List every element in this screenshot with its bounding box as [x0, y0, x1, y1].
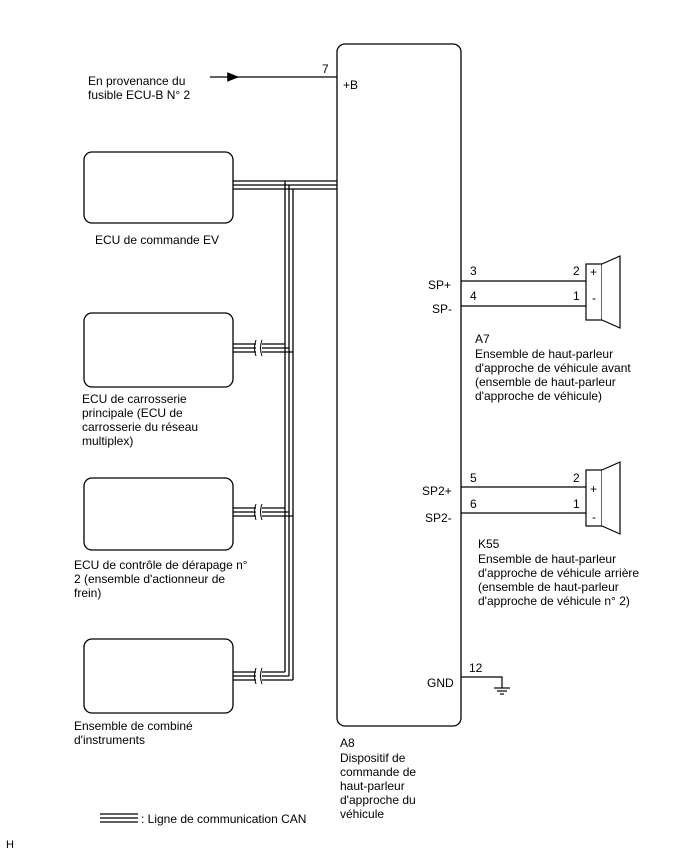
svg-text:d'approche de véhicule n° 2): d'approche de véhicule n° 2) [478, 594, 630, 608]
gnd-terminal: GND [427, 676, 454, 690]
svg-text:ECU de contrôle de dérapage n°: ECU de contrôle de dérapage n° [74, 558, 248, 572]
svg-text:multiplex): multiplex) [82, 434, 133, 448]
rear-speaker-icon [585, 461, 621, 535]
source-label-line1: En provenance du [88, 74, 185, 88]
front-speaker-label: A7 Ensemble de haut-parleur d'approche d… [475, 332, 631, 403]
legend-label: : Ligne de communication CAN [141, 812, 306, 826]
rear-speaker-minus: - [592, 510, 596, 524]
ecu-box-ev-control [83, 151, 234, 224]
rear-speaker-plus: + [590, 482, 597, 496]
svg-text:d'approche de véhicule arrière: d'approche de véhicule arrière [478, 566, 639, 580]
svg-text:d'instruments: d'instruments [74, 733, 145, 747]
svg-text:Dispositif de: Dispositif de [340, 751, 406, 765]
ecu-label-combination-meter: Ensemble de combiné d'instruments [74, 719, 193, 747]
device-box [336, 43, 462, 727]
source-pin: 7 [322, 62, 329, 76]
rear-terminal-neg: SP2- [425, 511, 452, 525]
front-spk-pin-pos: 2 [573, 264, 580, 278]
svg-text:haut-parleur: haut-parleur [340, 779, 405, 793]
front-speaker-icon [585, 255, 621, 329]
svg-text:d'approche du: d'approche du [340, 793, 416, 807]
legend-can-symbol [100, 813, 138, 823]
svg-text:Ensemble de combiné: Ensemble de combiné [74, 719, 193, 733]
front-speaker-minus: - [592, 291, 596, 305]
svg-text:carrosserie du réseau: carrosserie du réseau [82, 420, 198, 434]
ecu-box-combination-meter [83, 638, 234, 714]
rear-pin-neg: 6 [470, 497, 477, 511]
svg-text:(ensemble de haut-parleur: (ensemble de haut-parleur [478, 580, 619, 594]
can-bus-lines [233, 180, 337, 681]
svg-text:commande de: commande de [340, 765, 416, 779]
gnd-pin: 12 [469, 661, 483, 675]
svg-text:d'approche de véhicule avant: d'approche de véhicule avant [475, 361, 631, 375]
rear-spk-pin-neg: 1 [573, 497, 580, 511]
svg-text:2 (ensemble d'actionneur de: 2 (ensemble d'actionneur de [74, 572, 225, 586]
source-label-line2: fusible ECU-B N° 2 [88, 88, 190, 102]
front-terminal-pos: SP+ [428, 278, 451, 292]
svg-text:d'approche de véhicule): d'approche de véhicule) [475, 389, 602, 403]
svg-text:A8: A8 [340, 736, 355, 750]
front-speaker-plus: + [590, 265, 597, 279]
ecu-box-skid-control [83, 477, 234, 551]
svg-text:principale (ECU de: principale (ECU de [82, 406, 183, 420]
corner-mark: H [6, 839, 14, 851]
front-spk-pin-neg: 1 [573, 289, 580, 303]
front-pin-neg: 4 [470, 289, 477, 303]
rear-pin-pos: 5 [470, 471, 477, 485]
ecu-label-ev-control: ECU de commande EV [95, 233, 219, 247]
svg-text:ECU de carrosserie: ECU de carrosserie [82, 392, 187, 406]
front-pin-pos: 3 [470, 264, 477, 278]
source-terminal: +B [343, 78, 358, 92]
can-break-marks [254, 339, 263, 685]
svg-text:Ensemble de haut-parleur: Ensemble de haut-parleur [478, 552, 616, 566]
ecu-label-skid-control: ECU de contrôle de dérapage n° 2 (ensemb… [74, 558, 248, 600]
svg-text:véhicule: véhicule [340, 807, 384, 821]
svg-text:A7: A7 [475, 332, 490, 346]
rear-terminal-pos: SP2+ [422, 484, 452, 498]
device-label: A8 Dispositif de commande de haut-parleu… [340, 736, 416, 821]
svg-text:frein): frein) [74, 586, 101, 600]
ground-icon [461, 676, 510, 695]
rear-spk-pin-pos: 2 [573, 471, 580, 485]
rear-speaker-label: K55 Ensemble de haut-parleur d'approche … [478, 537, 639, 608]
svg-text:Ensemble de haut-parleur: Ensemble de haut-parleur [475, 347, 613, 361]
svg-text:(ensemble de haut-parleur: (ensemble de haut-parleur [475, 375, 616, 389]
ecu-box-body-main [83, 312, 234, 388]
svg-text:K55: K55 [478, 537, 500, 551]
ecu-label-body-main: ECU de carrosserie principale (ECU de ca… [82, 392, 198, 448]
front-terminal-neg: SP- [432, 302, 452, 316]
